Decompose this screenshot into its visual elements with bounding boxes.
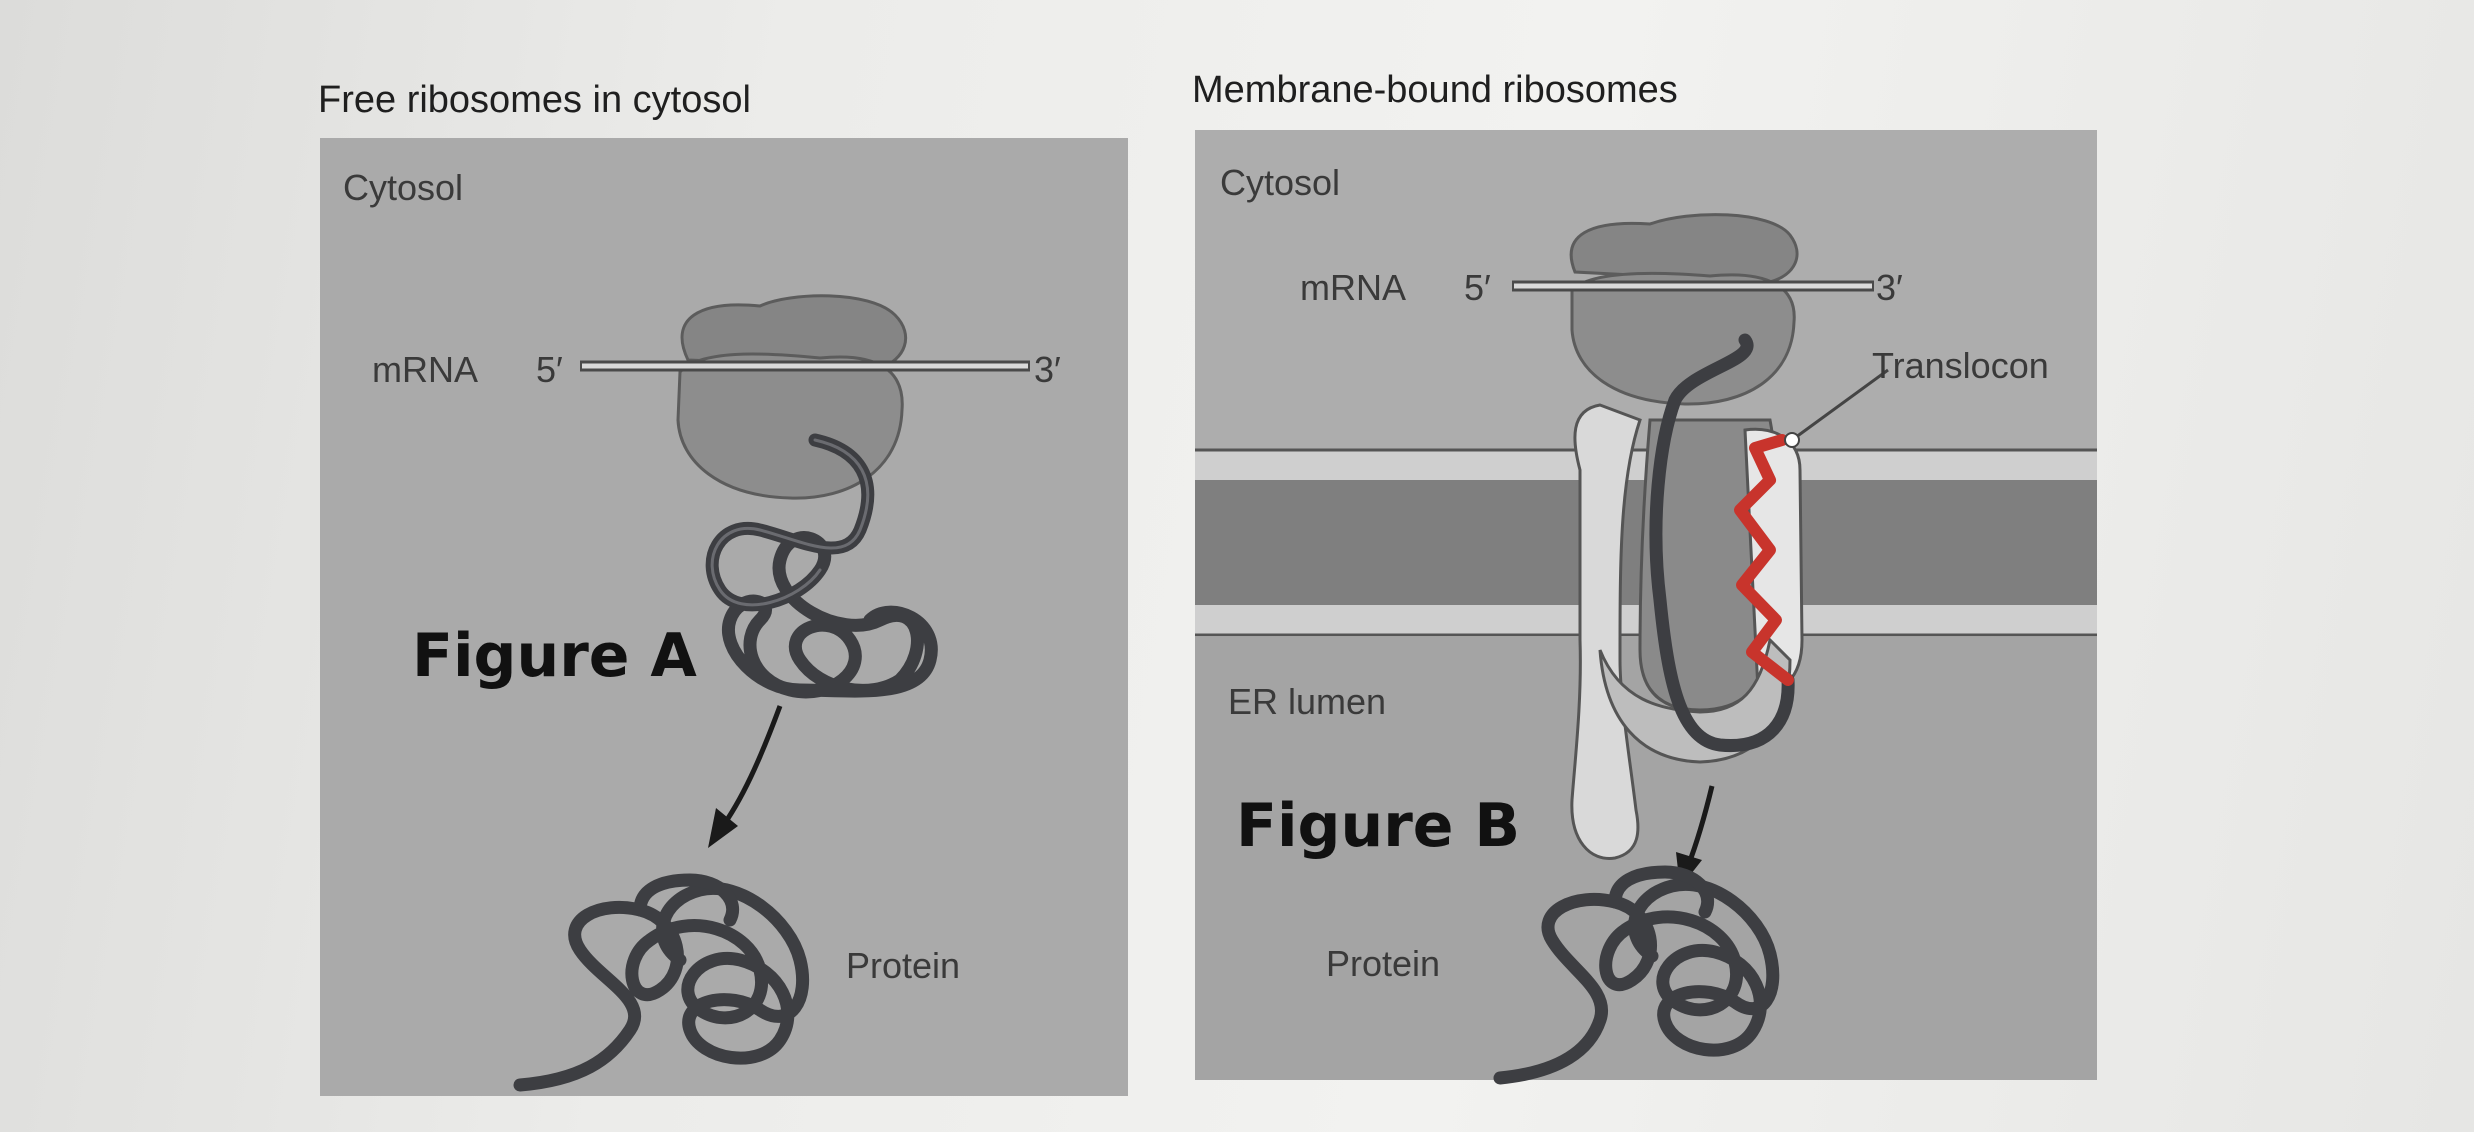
right-cytosol-label: Cytosol <box>1220 162 1340 203</box>
figure-b-label: Figure B <box>1236 791 1520 861</box>
translocon-lumen-bulge <box>1598 636 1792 764</box>
er-lumen-label: ER lumen <box>1228 681 1386 722</box>
signal-sequence <box>1734 434 1794 686</box>
right-ribosome <box>1569 213 1799 406</box>
right-nascent-polypeptide <box>1649 333 1795 753</box>
right-protein-label: Protein <box>1326 943 1440 984</box>
translocon <box>1570 403 1804 860</box>
right-five-prime-label: 5′ <box>1464 267 1491 308</box>
left-ribosome-small-subunit <box>680 294 908 370</box>
translocon-label: Translocon <box>1872 345 2049 386</box>
left-nascent-polypeptide <box>705 433 938 699</box>
left-cytosol-label: Cytosol <box>343 167 463 208</box>
right-folded-protein <box>1493 865 1780 1085</box>
left-five-prime-label: 5′ <box>536 349 563 390</box>
right-ribosome-large-subunit <box>1570 271 1796 406</box>
left-folded-protein <box>513 873 810 1092</box>
left-panel-title: Free ribosomes in cytosol <box>318 79 751 121</box>
right-panel-title: Membrane-bound ribosomes <box>1192 69 1678 111</box>
translocon-pointer-dot <box>1784 432 1800 448</box>
right-ribosome-small-subunit <box>1569 213 1799 284</box>
left-ribosome <box>676 294 908 500</box>
left-three-prime-label: 3′ <box>1034 349 1061 390</box>
right-three-prime-label: 3′ <box>1876 267 1903 308</box>
free-ribosome-panel: Free ribosomes in cytosol Cytosol mRNA 5… <box>318 79 1128 1096</box>
right-mrna-label: mRNA <box>1300 267 1406 308</box>
left-protein-label: Protein <box>846 945 960 986</box>
membrane-bound-ribosome-panel: Membrane-bound ribosomes Cytosol ER lume… <box>1192 69 2097 1085</box>
translocon-outer-wall <box>1570 403 1642 860</box>
left-folding-arrow <box>708 705 783 848</box>
translocon-pointer-line <box>1791 368 1889 442</box>
left-ribosome-large-subunit <box>676 352 904 500</box>
figure-a-label: Figure A <box>412 621 697 691</box>
left-mrna-label: mRNA <box>372 349 478 390</box>
